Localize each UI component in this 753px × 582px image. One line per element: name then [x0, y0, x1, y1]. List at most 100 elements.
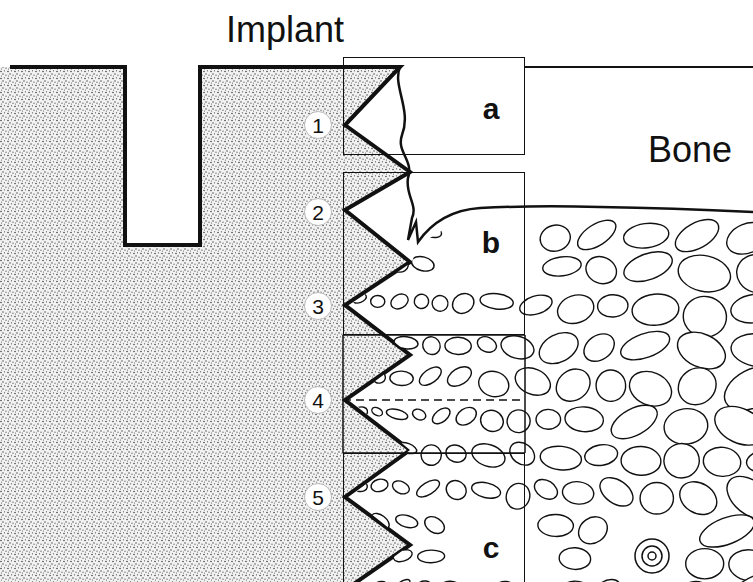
bone-cell	[686, 549, 724, 579]
part-name: Implant	[224, 12, 346, 48]
bone-cell	[389, 256, 409, 273]
bone-cell	[617, 326, 673, 366]
bone-cell	[595, 369, 627, 403]
callout-number: 2	[304, 198, 332, 226]
bone-cell	[675, 250, 734, 296]
bone-cell	[595, 472, 638, 512]
bone-cell	[539, 444, 583, 472]
trabecular-bone	[350, 213, 753, 582]
bone-cell	[662, 406, 710, 447]
bone-cell	[351, 254, 368, 269]
bone-cell	[392, 548, 414, 564]
bone-cell	[671, 360, 724, 412]
bone-cell	[695, 508, 753, 553]
bone-cell	[350, 546, 371, 566]
bone-cell	[597, 294, 628, 318]
bone-cell	[708, 399, 753, 453]
bone-cell	[453, 404, 480, 429]
part-name: Bone	[646, 132, 734, 168]
bone-cell	[475, 368, 512, 401]
bone-cell	[388, 291, 411, 312]
bone-cell	[369, 510, 392, 532]
bone-cell	[351, 405, 369, 420]
bone-cell	[505, 408, 532, 435]
zone-box: c	[343, 453, 525, 582]
bone-cell	[394, 513, 419, 530]
zone-letter: b	[479, 228, 503, 258]
bone-cell	[477, 407, 507, 435]
bone-cell	[370, 477, 390, 493]
implant-body	[0, 67, 410, 582]
bone-cell	[444, 363, 475, 391]
zone-box: a	[343, 57, 525, 155]
bone-cell	[573, 214, 621, 255]
bone-cell	[714, 564, 753, 582]
bone-cell	[542, 255, 583, 279]
bone-cell	[674, 577, 717, 582]
bone-cell	[351, 581, 365, 582]
bone-cell	[449, 289, 478, 317]
bone-cell	[351, 443, 374, 460]
bone-cell	[531, 475, 561, 503]
bone-cell	[370, 406, 383, 418]
bone-cell	[622, 220, 670, 250]
bone-cell	[498, 332, 537, 363]
bone-cell	[351, 479, 368, 492]
bone-cell	[564, 405, 604, 433]
bone-cell	[413, 220, 443, 241]
bone-cell	[393, 335, 419, 350]
bone-cell	[366, 578, 390, 582]
bone-cell	[390, 371, 414, 386]
bone-cell	[670, 213, 724, 258]
callout-number: 3	[304, 292, 332, 320]
bone-cell	[416, 580, 433, 582]
bone-cell	[411, 407, 428, 422]
bone-cell	[517, 292, 554, 319]
bone-cell	[370, 223, 390, 239]
bone-cell	[390, 220, 411, 240]
bone-cell	[560, 581, 589, 582]
bone-cell	[583, 442, 619, 467]
bone-cell	[369, 334, 391, 352]
bone-cell	[368, 254, 387, 270]
zone-frame	[343, 335, 525, 453]
bone-cell	[430, 405, 453, 427]
haversian-canal	[635, 539, 669, 573]
bone-cell	[620, 246, 676, 287]
bone-cell	[378, 445, 395, 458]
bone-cell	[537, 514, 573, 537]
zone-letter: c	[480, 533, 503, 563]
zone-box: b	[343, 172, 525, 335]
bone-cell	[351, 224, 367, 238]
bone-cell	[414, 477, 442, 501]
bone-cell	[438, 581, 462, 582]
bone-cell	[475, 334, 499, 355]
bone-cell	[620, 446, 661, 477]
zone-letter: a	[480, 94, 503, 124]
bone-cell	[550, 362, 597, 407]
bone-cell	[746, 444, 753, 477]
bone-cell	[582, 252, 621, 289]
bone-cell	[536, 409, 561, 429]
bone-cell	[573, 511, 612, 549]
bone-cell	[579, 328, 620, 367]
bone-cell	[418, 550, 445, 563]
bone-cell	[733, 250, 753, 298]
bone-cell	[558, 547, 591, 571]
bone-cell	[606, 398, 663, 445]
bone-cell	[537, 222, 573, 255]
bone-cell	[589, 575, 624, 582]
bone-cell	[493, 580, 518, 582]
bone-cell	[416, 363, 444, 389]
callout-number: 5	[304, 483, 332, 511]
bone-cell	[351, 513, 367, 530]
bone-cell	[479, 292, 514, 311]
bone-cell	[445, 337, 472, 355]
bone-cell	[373, 545, 389, 559]
bone-cell	[554, 290, 598, 328]
bone-cell	[371, 295, 385, 307]
implant-outline	[10, 67, 410, 582]
bone-cell	[412, 292, 432, 312]
